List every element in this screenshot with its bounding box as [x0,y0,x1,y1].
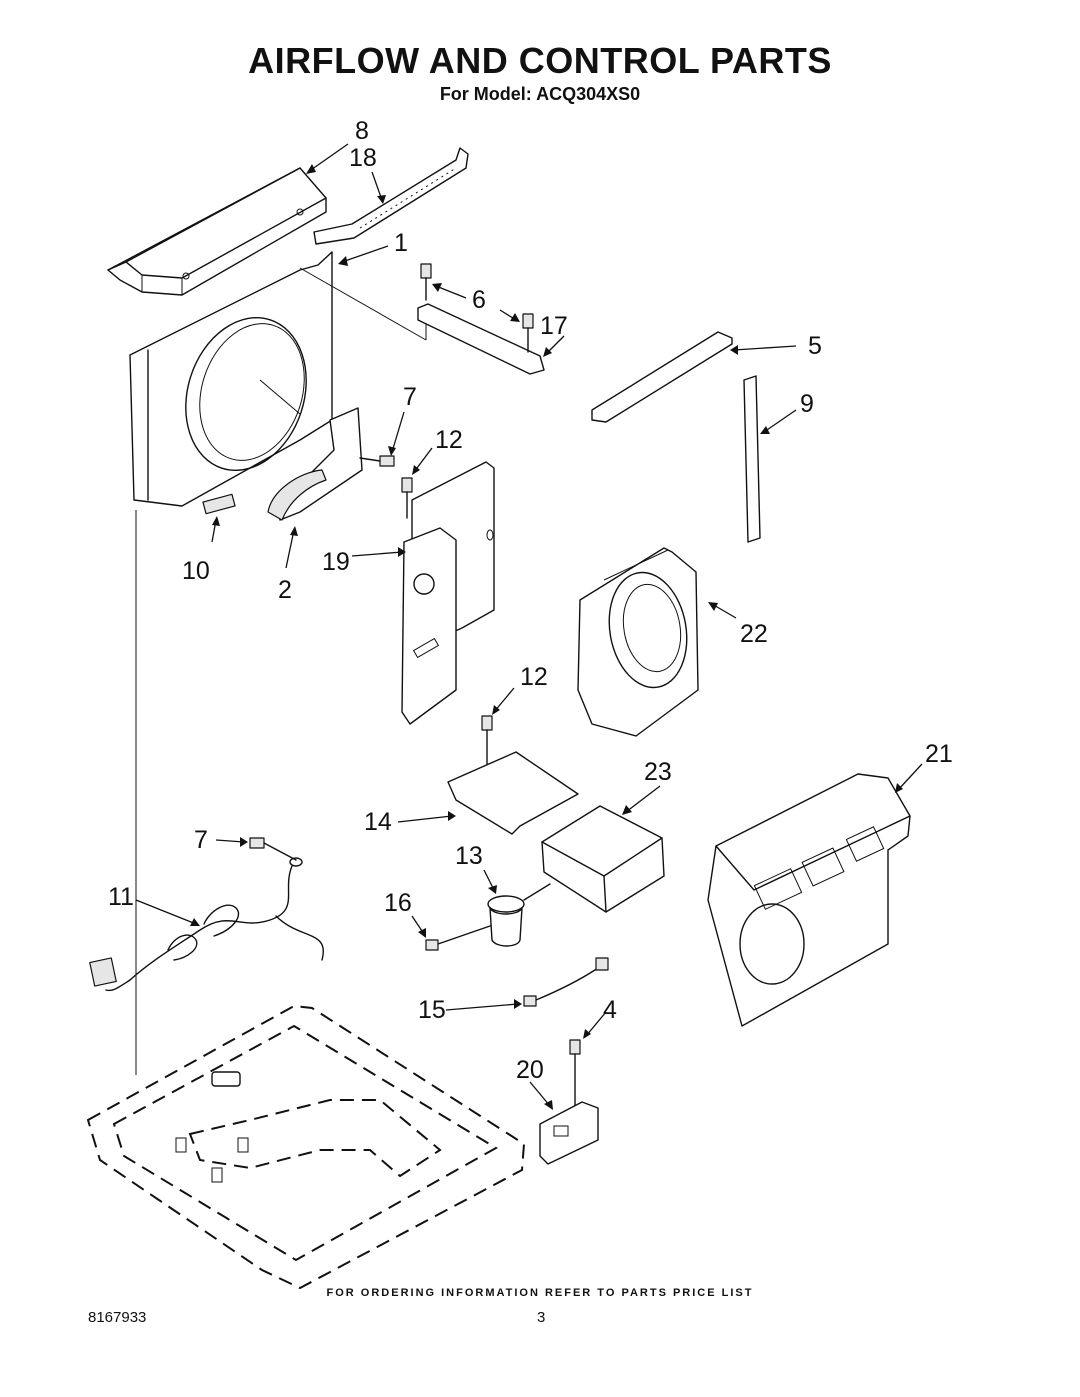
callout-1: 1 [394,229,408,257]
callout-17: 17 [540,312,568,340]
part-1-fan-shroud [129,251,427,1075]
part-16-screw [425,925,491,951]
part-13-capacitor [487,883,551,947]
part-2-seal [267,407,363,521]
callout-10: 10 [182,557,210,585]
page-title: AIRFLOW AND CONTROL PARTS [248,40,832,81]
part-8-top-channel [107,167,327,296]
part-23-box [541,805,665,913]
callout-20: 20 [516,1056,544,1084]
callout-16: 16 [384,889,412,917]
base-pan [86,1004,526,1290]
callout-2: 2 [278,576,292,604]
callout-23: 23 [644,758,672,786]
part-5-bar [591,331,733,423]
callout-19: 19 [322,548,350,576]
part-12-screw-lower [481,715,493,771]
callout-13: 13 [455,842,483,870]
part-21-housing [707,773,911,1027]
callout-11: 11 [108,883,134,911]
part-22-scroll [577,547,699,737]
part-6-bracket [417,263,545,375]
leader-lines [135,143,923,1110]
callout-8: 8 [355,117,369,145]
part-14-plate [447,751,579,835]
callout-15: 15 [418,996,446,1024]
document-number: 8167933 [88,1309,147,1326]
callout-6: 6 [472,286,486,314]
page-number: 3 [537,1309,546,1326]
callout-12-lower: 12 [520,663,548,691]
part-7-screw [359,455,395,467]
ordering-note: FOR ORDERING INFORMATION REFER TO PARTS … [326,1287,754,1299]
part-9-post [743,375,761,543]
part-19-control-bracket [401,461,495,725]
part-15-harness [523,957,609,1007]
callout-14: 14 [364,808,392,836]
part-7-screw-lower [249,837,297,861]
part-4-screw [569,1039,581,1111]
callout-4: 4 [603,996,617,1024]
callout-22: 22 [740,620,768,648]
part-18-strip [313,147,469,245]
callout-9: 9 [800,390,814,418]
part-12-screw [401,477,413,519]
part-10-block [202,493,236,515]
model-subtitle: For Model: ACQ304XS0 [439,84,641,104]
callout-7-lower: 7 [194,826,208,854]
callout-18: 18 [349,144,377,172]
callout-7-upper: 7 [403,383,417,411]
part-11-power-cord [89,857,324,992]
callout-12-upper: 12 [435,426,463,454]
callout-5: 5 [808,332,822,360]
callout-21: 21 [925,740,953,768]
part-20-control-board [539,1101,599,1165]
